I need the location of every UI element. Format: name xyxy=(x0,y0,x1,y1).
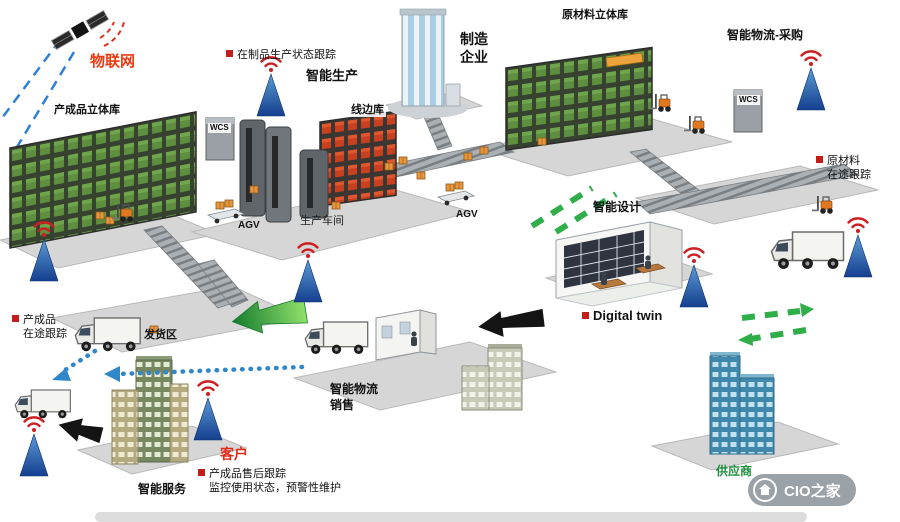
smart-production-title: 智能生产 xyxy=(306,68,359,83)
bottom-bar xyxy=(95,512,807,522)
finished-goods-rack xyxy=(9,110,197,249)
agv-label-left: AGV xyxy=(238,220,260,231)
red-bullet-icon xyxy=(816,156,823,163)
black-arrow-customer xyxy=(58,418,104,444)
agv-label-center: AGV xyxy=(456,209,478,220)
sales-building xyxy=(461,344,523,411)
workshop-label: 生产车间 xyxy=(300,215,344,227)
watermark-text: CIO之家 xyxy=(784,482,841,500)
agv-cart-center xyxy=(438,182,474,205)
satellite-downlink-lines xyxy=(0,39,76,153)
aftersales-label: 产成品售后跟踪 监控使用状态，预警性维护 xyxy=(198,467,341,496)
enterprise-building xyxy=(388,8,468,118)
wip-tracking-label: 在制品生产状态跟踪 xyxy=(226,48,336,62)
red-bullet-icon xyxy=(198,469,205,476)
raw-warehouse-title: 原材料立体库 xyxy=(562,9,628,21)
shipping-area-label: 发货区 xyxy=(144,329,177,341)
customer-buildings xyxy=(111,356,189,465)
blue-dotted-flows xyxy=(52,348,305,382)
stacker-crane-beam xyxy=(605,52,644,68)
customer-title: 客户 xyxy=(220,446,248,462)
red-bullet-icon xyxy=(12,315,19,322)
stacker-crane-machines xyxy=(239,119,329,223)
cio-logo-icon xyxy=(753,478,777,502)
truck-customer xyxy=(14,389,71,419)
supplier-title: 供应商 xyxy=(716,464,753,478)
satellite-icon xyxy=(50,10,125,50)
supplier-building xyxy=(709,352,775,455)
watermark-badge: CIO之家 xyxy=(748,474,856,506)
green-flow-center xyxy=(530,185,618,235)
red-bullet-icon xyxy=(582,312,589,319)
digital-twin-label: Digital twin xyxy=(582,308,662,325)
green-flow-right xyxy=(738,303,814,346)
truck-inbound xyxy=(770,231,845,270)
wcs-label-right: WCS xyxy=(737,95,760,106)
red-bullet-icon xyxy=(226,50,233,57)
design-studio xyxy=(555,221,683,307)
green-arrow-shipping xyxy=(231,296,309,334)
line-side-warehouse-label: 线边库 xyxy=(349,103,386,118)
procurement-title: 智能物流-采购 xyxy=(727,28,803,42)
black-arrow-sales xyxy=(478,308,545,337)
raw-materials-rack xyxy=(505,46,653,151)
iot-label: 物联网 xyxy=(90,53,136,70)
sales-title: 智能物流 销售 xyxy=(330,382,379,412)
truck-sales xyxy=(304,321,369,355)
smart-design-title: 智能设计 xyxy=(593,200,642,214)
enterprise-name: 制造 企业 xyxy=(460,31,488,66)
line-side-rack xyxy=(319,110,397,207)
wcs-label-left: WCS xyxy=(208,123,231,134)
conveyor-belts xyxy=(143,113,859,309)
raw-tracking-label: 原材料 在途跟踪 xyxy=(816,154,871,183)
finished-tracking-label: 产成品 在途跟踪 xyxy=(12,313,67,342)
smart-service-title: 智能服务 xyxy=(138,482,187,496)
sales-office xyxy=(375,309,437,361)
finished-warehouse-title: 产成品立体库 xyxy=(54,104,120,116)
